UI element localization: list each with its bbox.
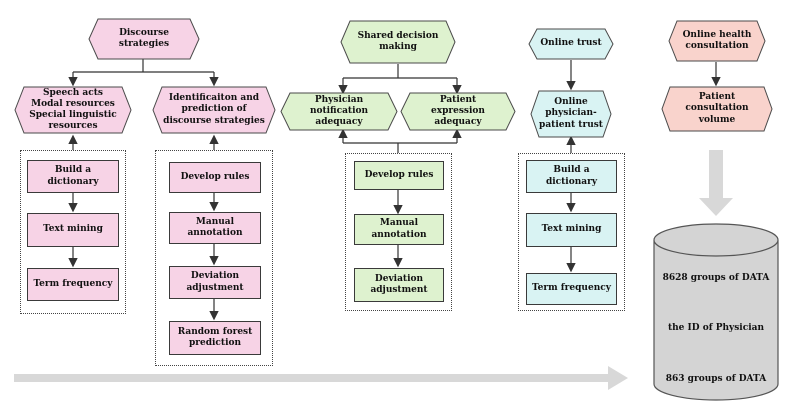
physician-patient-trust-hex: Online physician- patient trust	[530, 90, 612, 138]
discourse-branch-lines	[68, 56, 219, 87]
patient-consultation-volume-label: Patient consultation volume	[685, 92, 749, 125]
trust-term-frequency-box: Term frequency	[526, 273, 617, 305]
shared-deviation-adjustment-box: Deviation adjustment	[354, 268, 444, 302]
identification-hex: Identificaiton and prediction of discour…	[152, 86, 276, 134]
speech-acts-hex: Speech acts Modal resources Special ling…	[14, 86, 132, 134]
database-cylinder	[653, 223, 779, 401]
identification-label: Identificaiton and prediction of discour…	[163, 93, 265, 126]
trust-steps-group	[518, 153, 625, 311]
database-line-3: 863 groups of DATA	[665, 374, 767, 384]
random-forest-box: Random forest prediction	[169, 321, 261, 355]
discourse-left-group	[20, 150, 126, 314]
build-dictionary-box: Build a dictionary	[27, 160, 119, 193]
online-health-consultation-hex: Online health consultation	[668, 20, 766, 62]
trust-text-mining-box: Text mining	[526, 213, 617, 247]
physician-notification-hex: Physician notification adequacy	[280, 92, 398, 131]
database-line-1: 8628 groups of DATA	[662, 273, 770, 283]
patient-expression-hex: Patient expression adequacy	[400, 92, 516, 131]
shared-develop-rules-box: Develop rules	[354, 161, 444, 190]
discourse-right-group	[155, 150, 273, 366]
term-frequency-box: Term frequency	[27, 268, 119, 301]
shared-steps-group	[345, 153, 452, 311]
trust-build-dictionary-box: Build a dictionary	[526, 160, 617, 193]
big-down-arrow	[699, 150, 733, 216]
shared-branch-lines	[338, 64, 462, 95]
patient-consultation-volume-hex: Patient consultation volume	[661, 86, 773, 132]
shared-merge-lines	[338, 128, 462, 268]
speech-acts-label: Speech acts Modal resources Special ling…	[29, 87, 117, 132]
manual-annotation-box: Manual annotation	[169, 212, 261, 244]
physician-patient-trust-label: Online physician- patient trust	[539, 97, 603, 130]
shared-decision-hex: Shared decision making	[340, 20, 456, 64]
deviation-adjustment-box: Deviation adjustment	[169, 266, 261, 299]
online-trust-hex: Online trust	[528, 28, 614, 60]
online-health-consultation-label: Online health consultation	[682, 29, 752, 51]
database-line-2: the ID of Physician	[667, 323, 765, 333]
big-right-arrow	[14, 366, 628, 390]
discourse-strategies-hex: Discourse strategies	[88, 18, 200, 60]
shared-decision-label: Shared decision making	[357, 30, 439, 52]
online-trust-label: Online trust	[540, 38, 602, 49]
discourse-strategies-label: Discourse strategies	[118, 27, 170, 49]
shared-manual-annotation-box: Manual annotation	[354, 214, 444, 245]
develop-rules-box: Develop rules	[169, 162, 261, 193]
patient-expression-label: Patient expression adequacy	[431, 94, 485, 128]
physician-notification-label: Physician notification adequacy	[309, 94, 369, 128]
text-mining-box: Text mining	[27, 213, 119, 247]
